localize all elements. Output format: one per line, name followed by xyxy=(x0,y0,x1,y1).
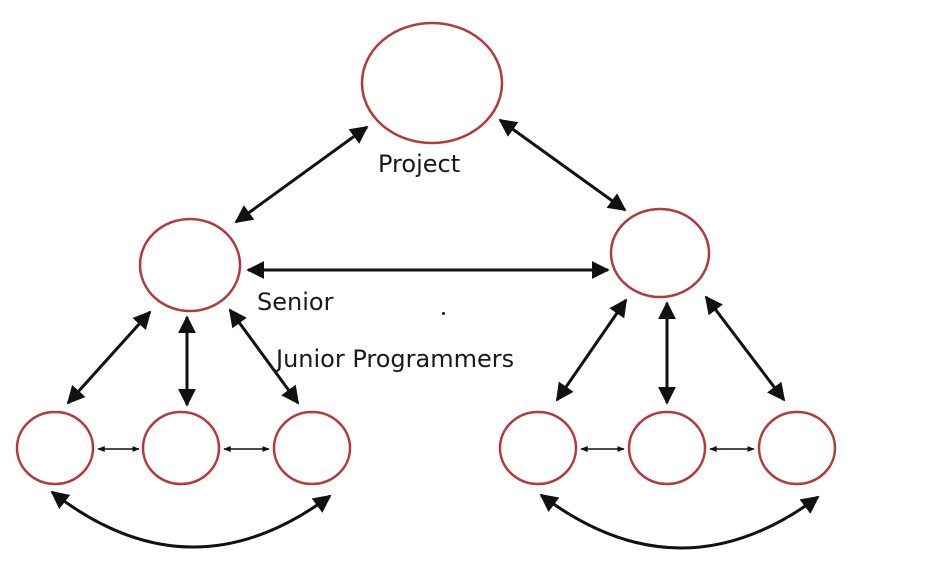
arrow-project-senior-right xyxy=(498,118,627,212)
junior-node-r1 xyxy=(498,410,578,486)
junior-node-l2 xyxy=(141,410,221,486)
junior-node-l3 xyxy=(272,410,352,486)
junior-node-l1 xyxy=(15,410,95,486)
arrow-senior-right-junior-3 xyxy=(704,295,786,402)
senior-right-node xyxy=(609,207,711,299)
project-label: Project xyxy=(378,150,461,178)
junior-programmers-label: Junior Programmers xyxy=(276,345,515,373)
arrow-curve-right-juniors xyxy=(539,493,820,550)
arrow-curve-left-juniors xyxy=(50,490,332,549)
senior-label: Senior xyxy=(257,288,334,316)
junior-node-r3 xyxy=(757,410,837,486)
junior-node-r2 xyxy=(627,410,707,486)
arrow-senior-left-junior-3 xyxy=(228,308,300,405)
arrow-senior-left-junior-1 xyxy=(66,310,152,405)
arrow-project-senior-left xyxy=(234,125,369,224)
stray-dot xyxy=(442,312,445,315)
arrow-senior-right-junior-1 xyxy=(555,298,628,402)
senior-left-node xyxy=(138,217,242,313)
project-node xyxy=(360,21,504,145)
